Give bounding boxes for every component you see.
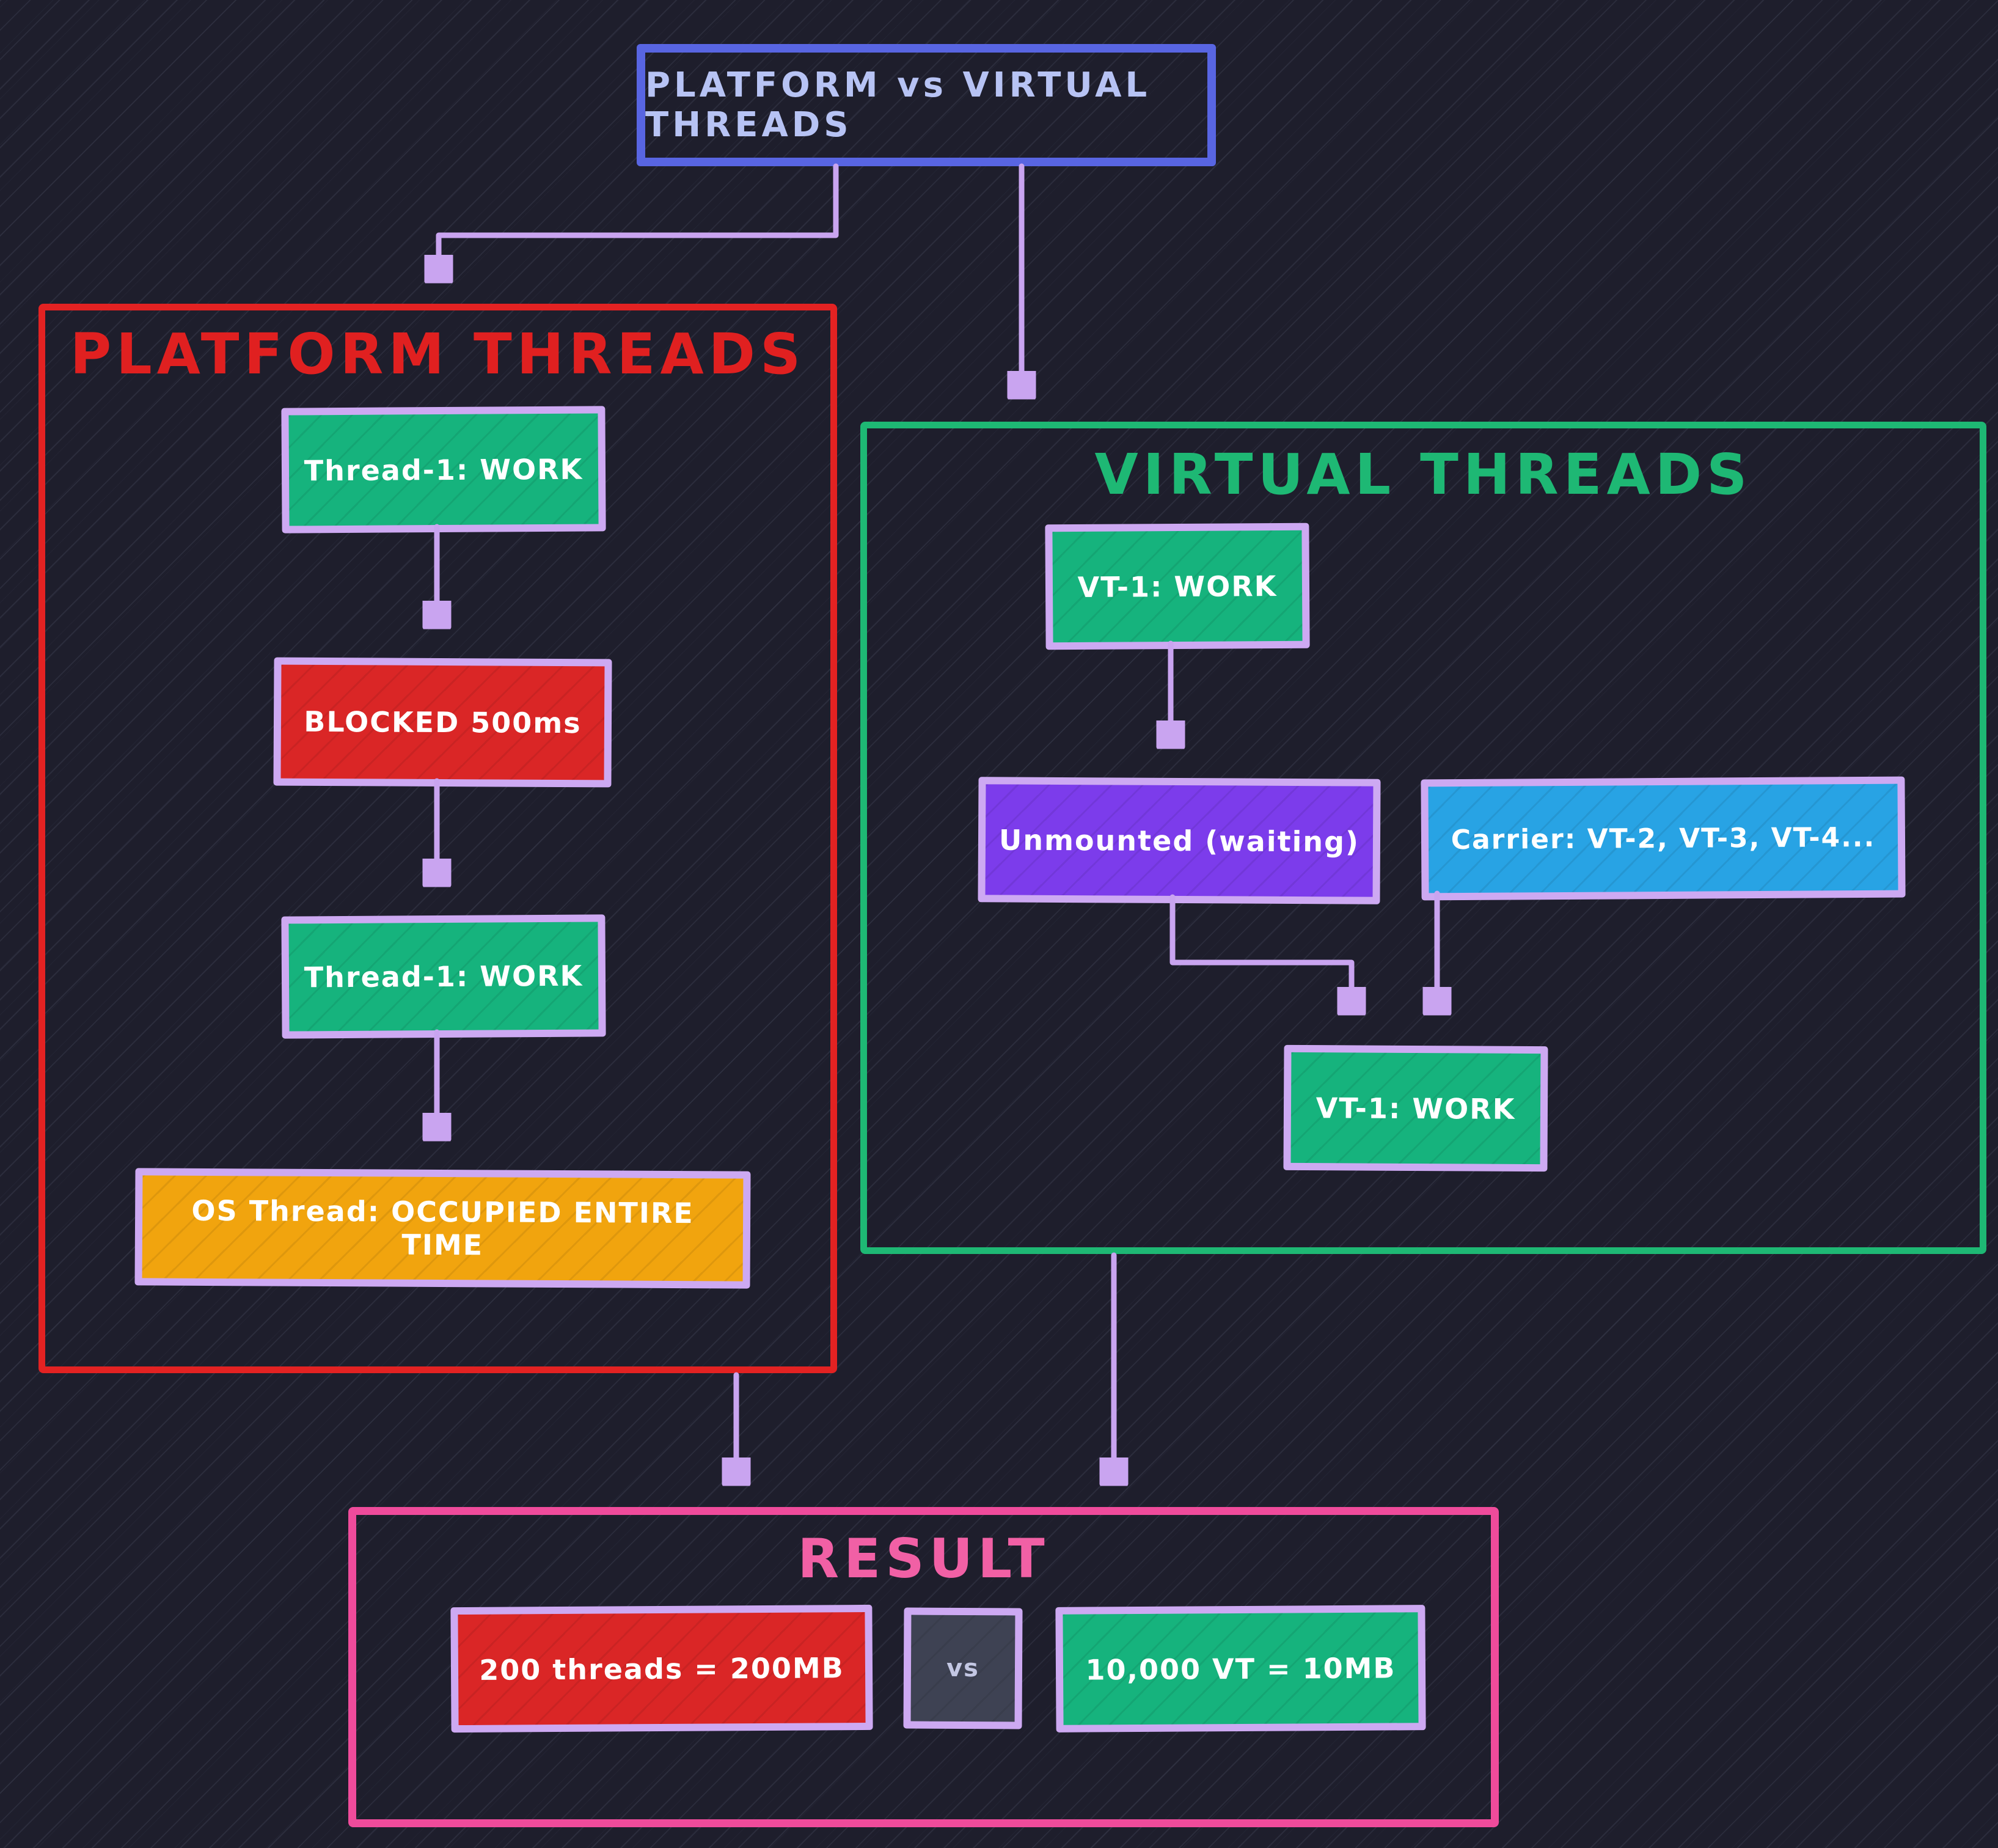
node-vt1-work-top-label: VT-1: WORK — [1077, 569, 1278, 604]
node-thread1-work-bottom-label: Thread-1: WORK — [304, 959, 584, 994]
virtual-threads-heading: VIRTUAL THREADS — [1094, 442, 1752, 507]
platform-threads-heading: PLATFORM THREADS — [70, 321, 806, 387]
node-blocked-500ms-label: BLOCKED 500ms — [304, 705, 582, 740]
node-thread1-work-top-label: Thread-1: WORK — [304, 452, 584, 487]
node-result-vs: vs — [903, 1607, 1023, 1729]
result-heading: RESULT — [797, 1527, 1050, 1590]
result-section: RESULT 200 threads = 200MB vs 10,000 VT … — [348, 1507, 1499, 1827]
node-result-virtual-memory-label: 10,000 VT = 10MB — [1085, 1651, 1396, 1687]
node-result-vs-label: vs — [946, 1654, 980, 1683]
node-vt1-work-bottom: VT-1: WORK — [1283, 1044, 1548, 1172]
node-carrier-vts: Carrier: VT-2, VT-3, VT-4... — [1421, 776, 1906, 901]
node-result-platform-memory-label: 200 threads = 200MB — [479, 1651, 844, 1687]
node-result-platform-memory: 200 threads = 200MB — [450, 1604, 873, 1733]
node-os-thread-occupied: OS Thread: OCCUPIED ENTIRE TIME — [134, 1168, 751, 1289]
node-vt1-work-bottom-label: VT-1: WORK — [1316, 1091, 1516, 1126]
arrow-title-to-platform — [439, 163, 839, 276]
node-thread1-work-top: Thread-1: WORK — [281, 406, 606, 534]
node-unmounted-waiting-label: Unmounted (waiting) — [998, 823, 1360, 859]
diagram-title: PLATFORM vs VIRTUAL THREADS — [645, 65, 1151, 145]
node-thread1-work-bottom: Thread-1: WORK — [281, 914, 606, 1039]
virtual-threads-section: VIRTUAL THREADS VT-1: WORK Unmounted (wa… — [860, 422, 1986, 1254]
node-carrier-vts-label: Carrier: VT-2, VT-3, VT-4... — [1451, 821, 1876, 856]
node-unmounted-waiting: Unmounted (waiting) — [978, 777, 1381, 904]
node-result-virtual-memory: 10,000 VT = 10MB — [1055, 1605, 1426, 1733]
node-vt1-work-top: VT-1: WORK — [1045, 522, 1310, 650]
node-blocked-500ms: BLOCKED 500ms — [273, 657, 612, 788]
node-os-thread-occupied-label: OS Thread: OCCUPIED ENTIRE TIME — [191, 1194, 694, 1262]
platform-threads-section: PLATFORM THREADS Thread-1: WORK BLOCKED … — [38, 304, 837, 1373]
diagram-title-box: PLATFORM vs VIRTUAL THREADS — [637, 44, 1216, 166]
